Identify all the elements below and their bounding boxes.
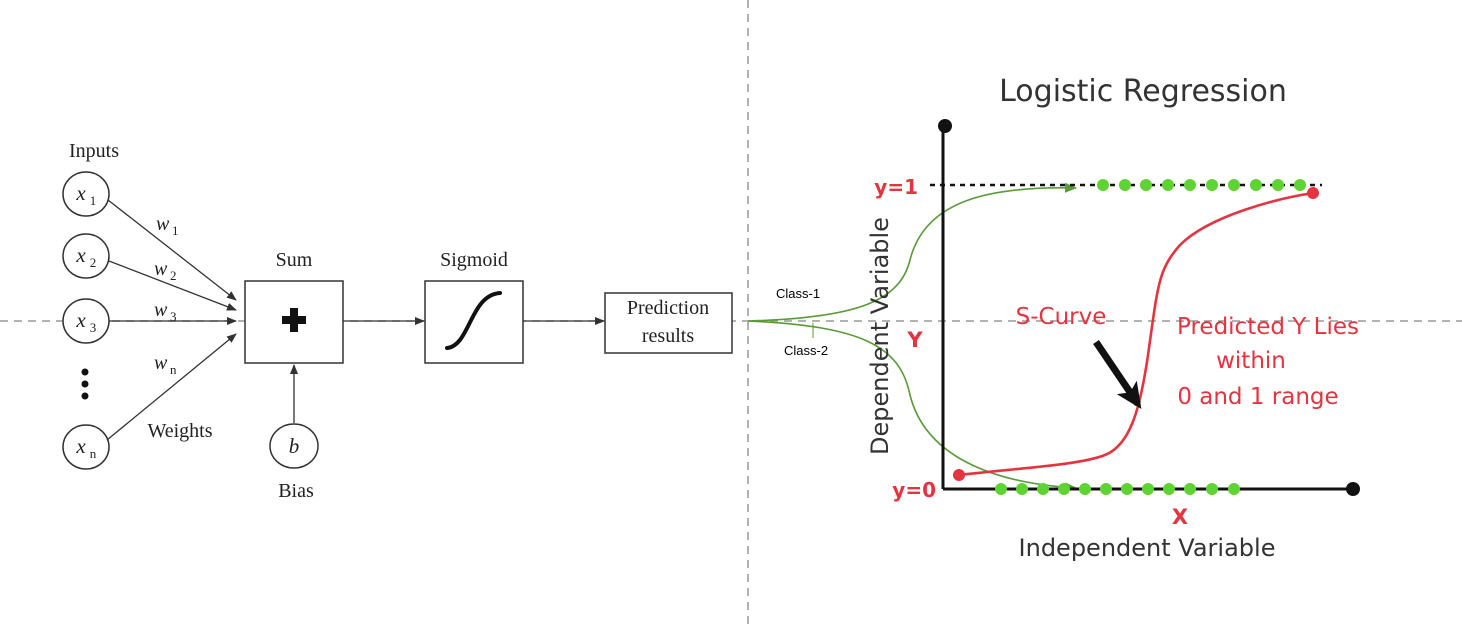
range-note-line2: within xyxy=(1216,348,1286,374)
svg-text:1: 1 xyxy=(90,193,97,208)
bias-symbol: b xyxy=(289,434,300,458)
x-axis-title: Independent Variable xyxy=(1019,534,1276,562)
logistic-title: Logistic Regression xyxy=(999,74,1287,109)
s-curve-end-dot xyxy=(1307,187,1319,199)
input-node-x3: x 3 xyxy=(62,298,110,344)
sigmoid-curve-icon xyxy=(445,291,502,350)
svg-text:x: x xyxy=(75,308,86,332)
svg-text:1: 1 xyxy=(172,223,179,238)
svg-text:w: w xyxy=(154,299,168,321)
svg-text:3: 3 xyxy=(170,309,177,324)
svg-text:x: x xyxy=(75,243,86,267)
input-node-xn: x n xyxy=(62,424,110,470)
logistic-regression-chart: Logistic Regression xyxy=(866,74,1360,562)
y-axis-letter: Y xyxy=(906,328,923,352)
class-1-points xyxy=(1097,179,1306,191)
y0-label: y=0 xyxy=(892,478,936,502)
svg-text:w: w xyxy=(154,258,168,280)
prediction-box xyxy=(604,292,733,354)
bias-label: Bias xyxy=(278,480,314,502)
s-curve-label: S-Curve xyxy=(1016,304,1107,330)
class-arrows: Class-1 Class-2 xyxy=(747,182,1077,493)
svg-text:n: n xyxy=(90,446,97,461)
weights-label: Weights xyxy=(147,420,212,442)
prediction-line2: results xyxy=(642,325,694,347)
y1-label: y=1 xyxy=(874,175,918,199)
s-curve-pointer-arrow xyxy=(1093,340,1142,409)
range-note-line3: 0 and 1 range xyxy=(1177,384,1338,410)
bias-node xyxy=(269,423,319,469)
weight-w1: w 1 xyxy=(156,213,179,238)
class-1-label: Class-1 xyxy=(776,286,820,301)
perceptron-diagram: Inputs x 1 x 2 x 3 x n xyxy=(62,140,733,502)
class-1-arrow xyxy=(747,182,1077,322)
x-axis-letter: X xyxy=(1172,505,1188,529)
weight-w3: w 3 xyxy=(154,299,177,324)
weight-w2: w 2 xyxy=(154,258,177,283)
plus-icon xyxy=(282,308,306,332)
svg-text:x: x xyxy=(75,434,86,458)
class-2-points xyxy=(995,483,1240,495)
edge-xn xyxy=(106,333,237,441)
y-axis-end-dot xyxy=(938,119,952,133)
svg-text:3: 3 xyxy=(90,320,97,335)
sum-label: Sum xyxy=(276,249,313,271)
svg-text:2: 2 xyxy=(90,255,97,270)
inputs-label: Inputs xyxy=(69,140,119,162)
svg-text:w: w xyxy=(154,352,168,374)
class-2-arrow xyxy=(747,320,1077,493)
svg-text:x: x xyxy=(75,181,86,205)
prediction-line1: Prediction xyxy=(627,297,709,319)
weight-wn: w n xyxy=(154,352,177,377)
sigmoid-box xyxy=(424,280,524,364)
svg-text:2: 2 xyxy=(170,268,177,283)
edge-x1 xyxy=(107,199,237,301)
s-curve-start-dot xyxy=(953,469,965,481)
range-note-line1: Predicted Y Lies xyxy=(1177,314,1359,340)
class-2-label: Class-2 xyxy=(784,343,828,358)
svg-text:n: n xyxy=(170,362,177,377)
x-axis-end-dot xyxy=(1346,482,1360,496)
svg-text:w: w xyxy=(156,213,170,235)
ellipsis-dots xyxy=(81,368,89,400)
input-node-x2: x 2 xyxy=(62,233,110,279)
input-node-x1: x 1 xyxy=(62,171,110,217)
sigmoid-label: Sigmoid xyxy=(440,249,508,271)
s-curve xyxy=(958,191,1314,477)
edge-x2 xyxy=(108,260,237,311)
sum-box xyxy=(244,280,344,364)
y-axis-title: Dependent Variable xyxy=(866,217,894,455)
